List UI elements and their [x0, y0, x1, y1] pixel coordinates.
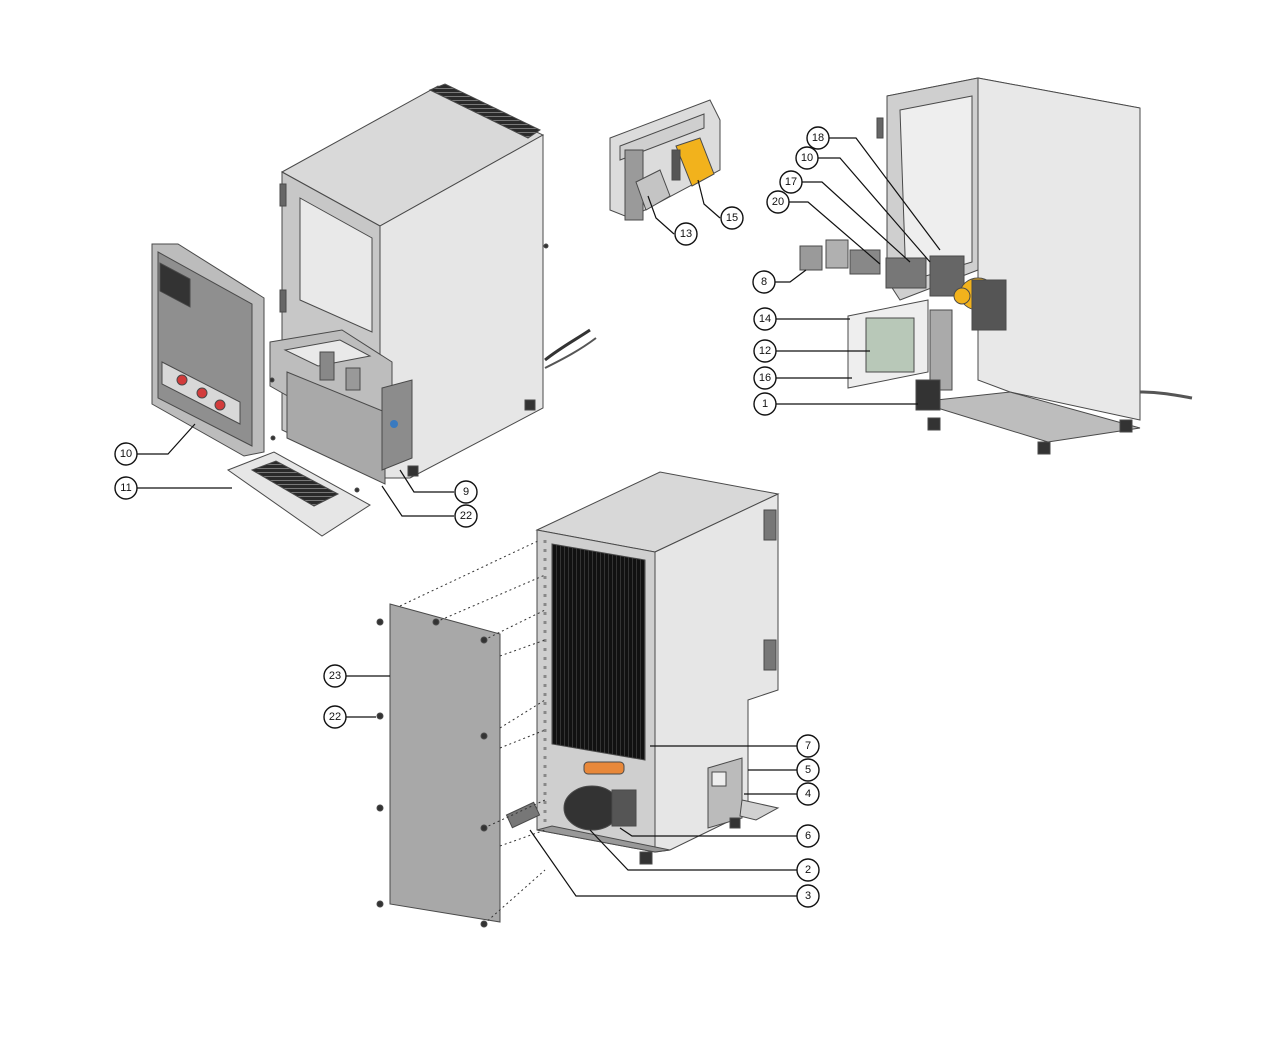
- callout-16: 16: [753, 366, 777, 390]
- callout-3: 3: [796, 884, 820, 908]
- dispense-button-red-2: [196, 387, 208, 399]
- power-cord: [544, 328, 591, 362]
- callout-1: 1: [753, 392, 777, 416]
- callout-17: 17: [779, 170, 803, 194]
- lower-front-panel: [286, 371, 386, 485]
- callout-10-rear: 10: [795, 146, 819, 170]
- svg-text:10: 10: [120, 448, 132, 460]
- transformer: [635, 169, 671, 211]
- callout-22-back: 22: [323, 705, 347, 729]
- alignment-lines: [399, 539, 546, 925]
- callout-7: 7: [796, 734, 820, 758]
- removed-back-panel: [389, 603, 501, 923]
- callout-10-door: 10: [114, 442, 138, 466]
- filter-drier: [505, 801, 541, 829]
- callout-4: 4: [796, 782, 820, 806]
- top-vent: [428, 83, 542, 139]
- rear-power-cord: [1139, 390, 1193, 400]
- svg-text:17: 17: [785, 176, 797, 188]
- svg-text:11: 11: [120, 482, 131, 494]
- svg-text:1: 1: [762, 398, 768, 410]
- dispense-button-red-1: [176, 374, 188, 386]
- callout-8: 8: [752, 270, 776, 294]
- callout-15: 15: [720, 206, 744, 230]
- svg-text:12: 12: [759, 345, 771, 357]
- callout-2: 2: [796, 858, 820, 882]
- svg-text:15: 15: [726, 212, 738, 224]
- condenser-coil: [551, 543, 646, 761]
- drip-tray-grate: [250, 460, 340, 507]
- callout-20: 20: [766, 190, 790, 214]
- callout-6: 6: [796, 824, 820, 848]
- svg-text:5: 5: [805, 764, 811, 776]
- leader-lines: [137, 137, 941, 897]
- svg-text:16: 16: [759, 372, 771, 384]
- svg-text:2: 2: [805, 864, 811, 876]
- callout-18: 18: [806, 126, 830, 150]
- svg-text:18: 18: [812, 132, 824, 144]
- svg-text:4: 4: [805, 788, 811, 800]
- callout-14: 14: [753, 307, 777, 331]
- cabinet-opening: [299, 197, 373, 333]
- svg-text:9: 9: [463, 486, 469, 498]
- callout-5: 5: [796, 758, 820, 782]
- rear-view-assembly: [799, 77, 1193, 455]
- dispense-button-red-3: [214, 399, 226, 411]
- rear-base: [917, 391, 1141, 443]
- svg-text:22: 22: [460, 510, 472, 522]
- front-view-assembly: [151, 83, 597, 537]
- callout-22-front: 22: [454, 504, 478, 528]
- relay-module: [675, 137, 715, 187]
- svg-text:10: 10: [801, 152, 813, 164]
- callout-23: 23: [323, 664, 347, 688]
- control-box-assembly: [609, 99, 721, 221]
- callout-9: 9: [454, 480, 478, 504]
- svg-text:3: 3: [805, 890, 811, 902]
- svg-text:7: 7: [805, 740, 811, 752]
- svg-text:6: 6: [805, 830, 811, 842]
- svg-text:8: 8: [761, 276, 767, 288]
- svg-text:14: 14: [759, 313, 771, 325]
- svg-text:22: 22: [329, 711, 341, 723]
- svg-text:23: 23: [329, 670, 341, 682]
- callout-11-tray: 11: [114, 476, 138, 500]
- capillary-tube: [583, 761, 625, 775]
- pump-assembly: [799, 239, 1007, 331]
- rear-cabinet-side: [977, 77, 1141, 421]
- callout-12: 12: [753, 339, 777, 363]
- callout-13: 13: [674, 222, 698, 246]
- svg-text:13: 13: [680, 228, 692, 240]
- svg-text:20: 20: [772, 196, 784, 208]
- back-view-assembly: [376, 471, 780, 928]
